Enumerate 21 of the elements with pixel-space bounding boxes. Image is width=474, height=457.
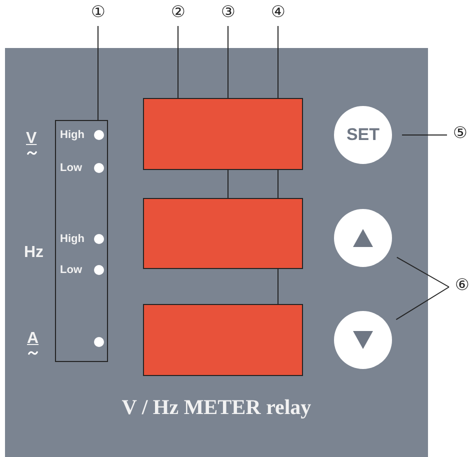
leader-line xyxy=(396,286,450,320)
display-window xyxy=(143,198,303,269)
callout-number: ⑤ xyxy=(450,125,470,145)
panel-caption: V / Hz METER relay xyxy=(120,395,312,419)
leader-line xyxy=(396,256,450,288)
callout-number: ④ xyxy=(269,4,287,24)
indicator-panel xyxy=(55,120,108,362)
callout-number: ① xyxy=(89,4,107,24)
display-window xyxy=(143,304,303,376)
channel-label: V xyxy=(26,130,37,148)
channel-label: Hz xyxy=(24,244,44,262)
callout-number: ② xyxy=(169,4,187,24)
indicator-label: Low xyxy=(60,264,82,276)
callout-number: ③ xyxy=(219,4,237,24)
callout-number: ⑥ xyxy=(452,277,472,297)
indicator-label: High xyxy=(60,233,84,245)
channel-label: A xyxy=(27,330,39,348)
indicator-label: Low xyxy=(60,162,82,174)
display-window xyxy=(143,98,303,170)
indicator-label: High xyxy=(60,129,84,141)
leader-line xyxy=(402,134,448,136)
